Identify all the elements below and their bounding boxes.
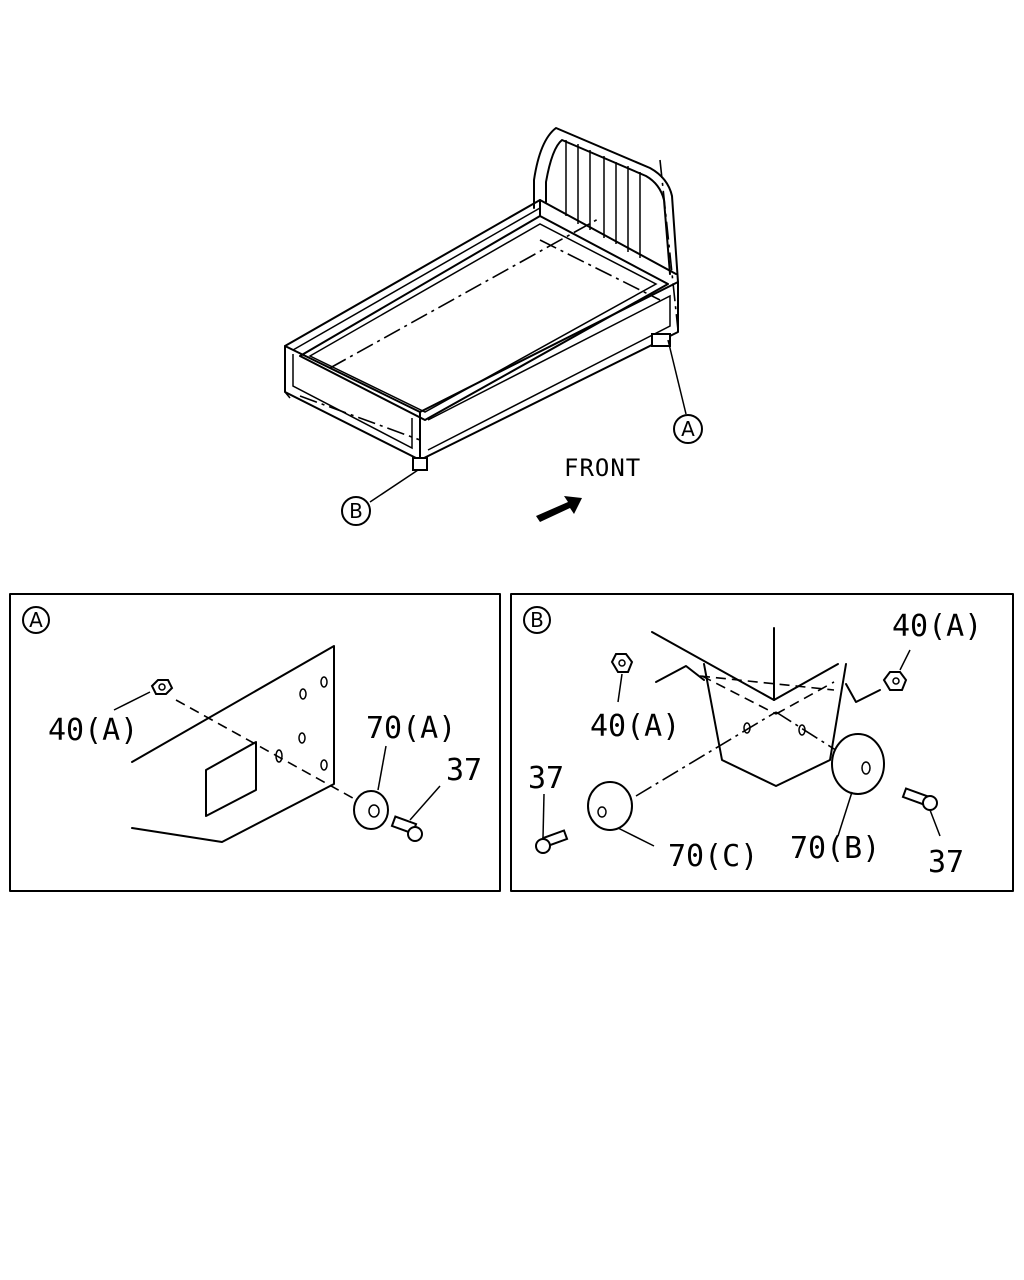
label-70a: 70(A) (366, 711, 456, 746)
label-70b: 70(B) (790, 831, 880, 866)
detail-a-title: A (29, 608, 43, 632)
label-37-right: 37 (928, 845, 964, 880)
detail-panel-a: A (9, 593, 501, 892)
label-37-a: 37 (446, 753, 482, 788)
label-40a-right: 40(A) (892, 609, 982, 644)
detail-b-title: B (530, 608, 544, 632)
label-40a: 40(A) (48, 713, 138, 748)
label-37-left: 37 (528, 761, 564, 796)
detail-panel-b: B (510, 593, 1014, 892)
truck-bed-illustration (284, 127, 679, 471)
svg-text:B: B (349, 499, 363, 523)
front-label: FRONT (564, 454, 641, 482)
label-70c: 70(C) (668, 839, 758, 874)
label-40a-left: 40(A) (590, 709, 680, 744)
overview-callout-a: A (667, 339, 703, 444)
svg-text:A: A (681, 417, 695, 441)
overview-callout-b: B (341, 469, 419, 526)
front-arrow-icon (536, 496, 582, 522)
